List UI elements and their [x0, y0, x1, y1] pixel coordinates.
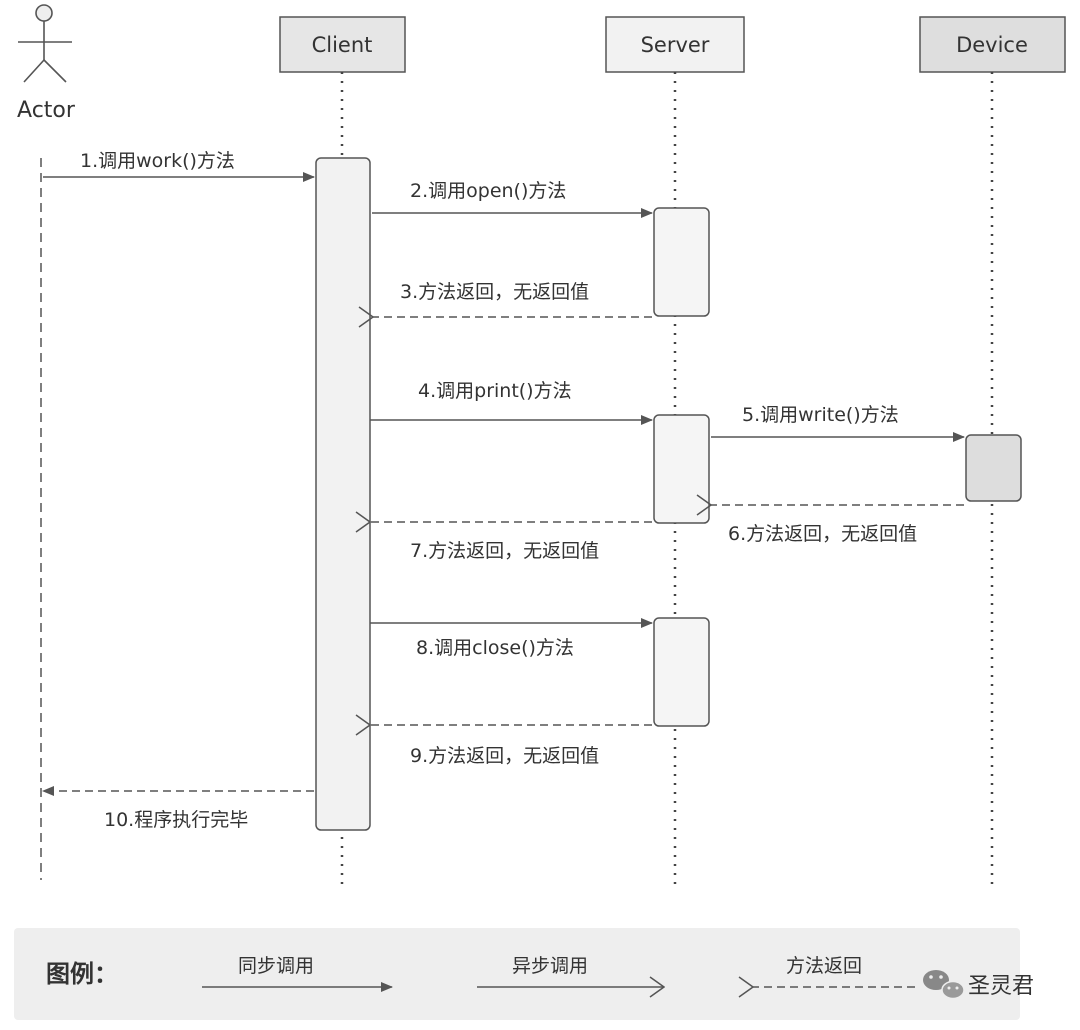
message-4-label: 4.调用print()方法 [418, 380, 572, 402]
legend-async-label: 异步调用 [512, 955, 588, 977]
message-9-label: 9.方法返回，无返回值 [410, 745, 599, 767]
participant-client: Client [279, 16, 406, 73]
legend-return: 方法返回 [753, 955, 915, 987]
message-5: 5.调用write()方法 [711, 404, 965, 442]
server-activation-print [653, 414, 710, 524]
participant-client-label: Client [312, 33, 373, 57]
watermark-text: 圣灵君 [968, 974, 1034, 999]
message-8-label: 8.调用close()方法 [416, 637, 574, 659]
device-activation-write [965, 434, 1022, 502]
message-4: 4.调用print()方法 [370, 380, 653, 425]
message-3: 3.方法返回，无返回值 [373, 281, 652, 317]
legend-async: 异步调用 [477, 955, 664, 987]
message-8: 8.调用close()方法 [370, 618, 653, 659]
participant-server: Server [605, 16, 745, 73]
participant-device: Device [919, 16, 1066, 73]
message-6-label: 6.方法返回，无返回值 [728, 523, 917, 545]
watermark: 圣灵君 [923, 970, 1034, 1000]
legend: 图例： 同步调用 异步调用 方法返回 圣灵君 [14, 928, 1034, 1020]
message-10: 10.程序执行完毕 [42, 786, 314, 831]
legend-sync: 同步调用 [202, 955, 393, 992]
message-3-label: 3.方法返回，无返回值 [400, 281, 589, 303]
message-5-label: 5.调用write()方法 [742, 404, 899, 426]
actor-figure-icon [18, 4, 72, 83]
server-activation-open [653, 207, 710, 317]
participant-device-label: Device [956, 33, 1028, 57]
message-7-label: 7.方法返回，无返回值 [410, 540, 599, 562]
message-6: 6.方法返回，无返回值 [711, 505, 964, 545]
message-9: 9.方法返回，无返回值 [370, 725, 652, 767]
message-1-label: 1.调用work()方法 [80, 150, 235, 172]
message-2: 2.调用open()方法 [372, 180, 653, 218]
actor: Actor [17, 4, 76, 123]
legend-title: 图例： [46, 960, 118, 988]
client-activation [315, 157, 371, 831]
wechat-icon [923, 970, 965, 1000]
actor-label: Actor [17, 98, 76, 123]
message-7: 7.方法返回，无返回值 [370, 522, 652, 562]
legend-return-label: 方法返回 [786, 955, 862, 977]
server-activation-close [653, 617, 710, 727]
message-10-label: 10.程序执行完毕 [104, 809, 248, 831]
participant-server-label: Server [641, 33, 710, 57]
message-1: 1.调用work()方法 [43, 150, 315, 182]
legend-sync-label: 同步调用 [238, 955, 314, 977]
message-2-label: 2.调用open()方法 [410, 180, 566, 202]
